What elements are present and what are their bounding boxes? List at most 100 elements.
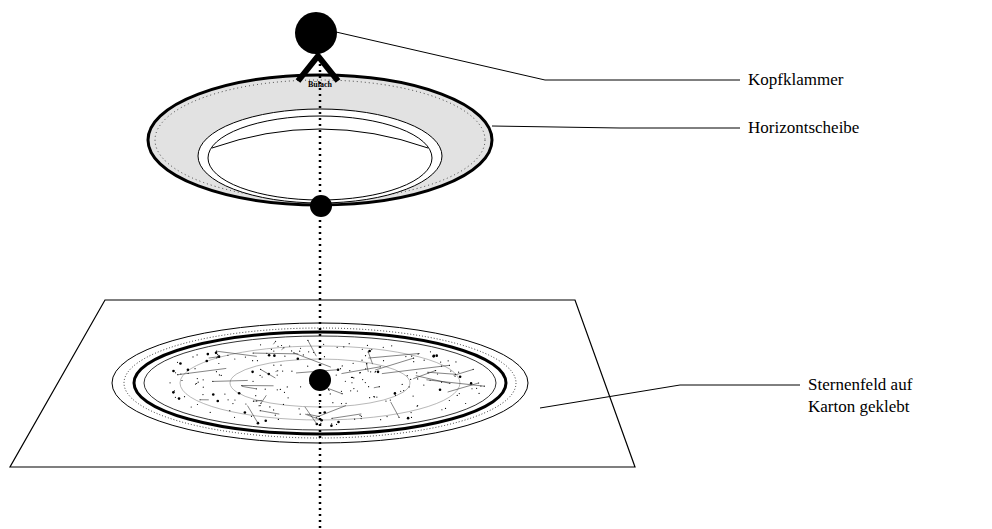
star-dot <box>179 362 182 365</box>
star-dot <box>269 406 270 407</box>
star-dot <box>229 410 230 411</box>
star-dot <box>191 406 192 407</box>
constellation-line <box>178 368 227 374</box>
star-dot <box>260 405 261 406</box>
star-dot <box>197 404 198 405</box>
star-dot <box>215 352 218 355</box>
star-dot <box>359 415 360 416</box>
star-dot <box>417 405 418 406</box>
star-dot <box>336 424 337 425</box>
rivet-hole <box>310 195 332 217</box>
star-dot <box>224 393 225 394</box>
star-dot <box>300 386 301 387</box>
star-dot <box>289 345 290 346</box>
star-dot <box>275 415 276 416</box>
star-dot <box>405 356 406 357</box>
star-dot <box>370 371 371 372</box>
star-dot <box>411 356 412 357</box>
star-dot <box>280 365 281 366</box>
star-dot <box>368 386 369 387</box>
star-dot <box>383 347 384 348</box>
leader-line <box>540 385 800 408</box>
star-dot <box>353 377 354 378</box>
constellation-line <box>213 380 248 382</box>
constellation-line <box>209 357 219 358</box>
star-dot <box>319 403 320 404</box>
star-dot <box>172 391 175 394</box>
star-dot <box>245 356 246 357</box>
constellation-line <box>242 386 257 389</box>
star-dot <box>459 375 462 378</box>
star-dot <box>369 397 370 398</box>
star-dot <box>244 411 247 414</box>
star-dot <box>175 397 176 398</box>
star-dot <box>291 350 292 351</box>
leader-line <box>336 32 740 80</box>
star-dot <box>277 389 278 390</box>
star-dot <box>298 408 299 409</box>
star-dot <box>476 388 477 389</box>
star-dot <box>234 399 235 400</box>
leader-line <box>492 126 740 128</box>
star-dot <box>216 357 217 358</box>
star-dot <box>386 416 387 417</box>
star-dot <box>218 363 219 364</box>
star-dot <box>194 368 195 369</box>
star-dot <box>383 360 384 361</box>
star-dot <box>441 409 442 410</box>
star-dot <box>458 372 459 373</box>
star-dot <box>251 371 254 374</box>
star-dot <box>343 346 344 347</box>
star-dot <box>203 387 204 388</box>
star-disc-circle <box>180 346 460 420</box>
star-dot <box>362 349 363 350</box>
star-dot <box>416 372 417 373</box>
star-dot <box>407 375 408 376</box>
star-dot <box>202 394 203 395</box>
star-dot <box>258 405 259 406</box>
star-dot <box>296 358 299 361</box>
star-dot <box>203 379 204 380</box>
star-dot <box>368 350 371 353</box>
star-dot <box>465 403 466 404</box>
axis-line <box>319 58 322 529</box>
star-dot <box>371 349 372 350</box>
star-dot <box>177 362 178 363</box>
star-dot <box>324 356 325 357</box>
star-dot <box>264 420 267 423</box>
star-dot <box>178 397 181 400</box>
star-dot <box>439 389 442 392</box>
star-dot <box>251 416 252 417</box>
star-dot <box>390 399 391 400</box>
star-dot <box>205 360 208 363</box>
star-dot <box>210 412 211 413</box>
constellation-line <box>308 340 316 356</box>
star-dot <box>184 396 185 397</box>
star-dot <box>273 409 274 410</box>
star-dot <box>308 351 309 352</box>
star-dot <box>221 375 222 376</box>
star-dot <box>219 374 220 375</box>
star-dot <box>430 351 431 352</box>
star-dot <box>342 365 343 366</box>
star-dot <box>283 404 284 405</box>
star-dot <box>341 391 342 392</box>
star-dot <box>478 393 479 394</box>
constellation-line <box>253 400 262 402</box>
star-dot <box>280 389 281 390</box>
star-dot <box>365 382 366 383</box>
constellation-line <box>391 402 399 417</box>
constellation-line <box>200 399 209 400</box>
star-dot <box>273 350 274 351</box>
star-dot <box>423 385 424 386</box>
star-dot <box>457 395 458 396</box>
star-dot <box>376 396 377 397</box>
star-dot <box>402 384 403 385</box>
star-dot <box>234 358 235 359</box>
star-dot <box>362 379 363 380</box>
constellation-line <box>416 376 450 384</box>
star-dot <box>433 355 436 358</box>
star-dot <box>341 403 342 404</box>
star-dot <box>330 424 333 427</box>
star-dot <box>195 383 196 384</box>
